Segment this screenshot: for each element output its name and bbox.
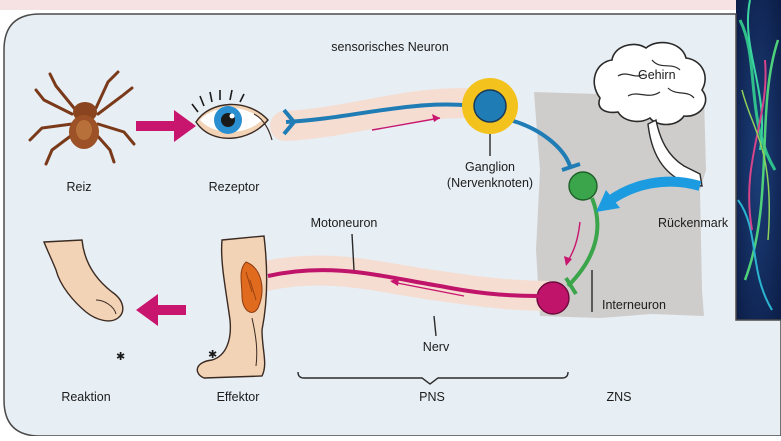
label-nerv: Nerv [423,340,449,355]
insect-icon-effector: ✱ [208,348,217,361]
label-motoneuron: Motoneuron [311,216,378,231]
label-sensorisches-neuron: sensorisches Neuron [331,40,448,55]
motoneuron-cell [537,282,569,314]
top-band [0,0,781,10]
interneuron-cell [569,172,597,200]
label-ganglion-sub: (Nervenknoten) [447,176,533,191]
label-reiz: Reiz [66,180,91,195]
ganglion-cell [474,90,506,122]
label-reaktion: Reaktion [61,390,110,405]
label-ganglion: Ganglion [465,160,515,175]
label-rezeptor: Rezeptor [209,180,260,195]
label-zns: ZNS [607,390,632,405]
label-pns: PNS [419,390,445,405]
insect-icon-reaction: ✱ [116,350,125,363]
label-gehirn: Gehirn [638,68,676,83]
neuron-photo [736,0,781,320]
label-interneuron: Interneuron [602,298,666,313]
label-effektor: Effektor [217,390,260,405]
label-rueckenmark: Rückenmark [658,216,728,231]
